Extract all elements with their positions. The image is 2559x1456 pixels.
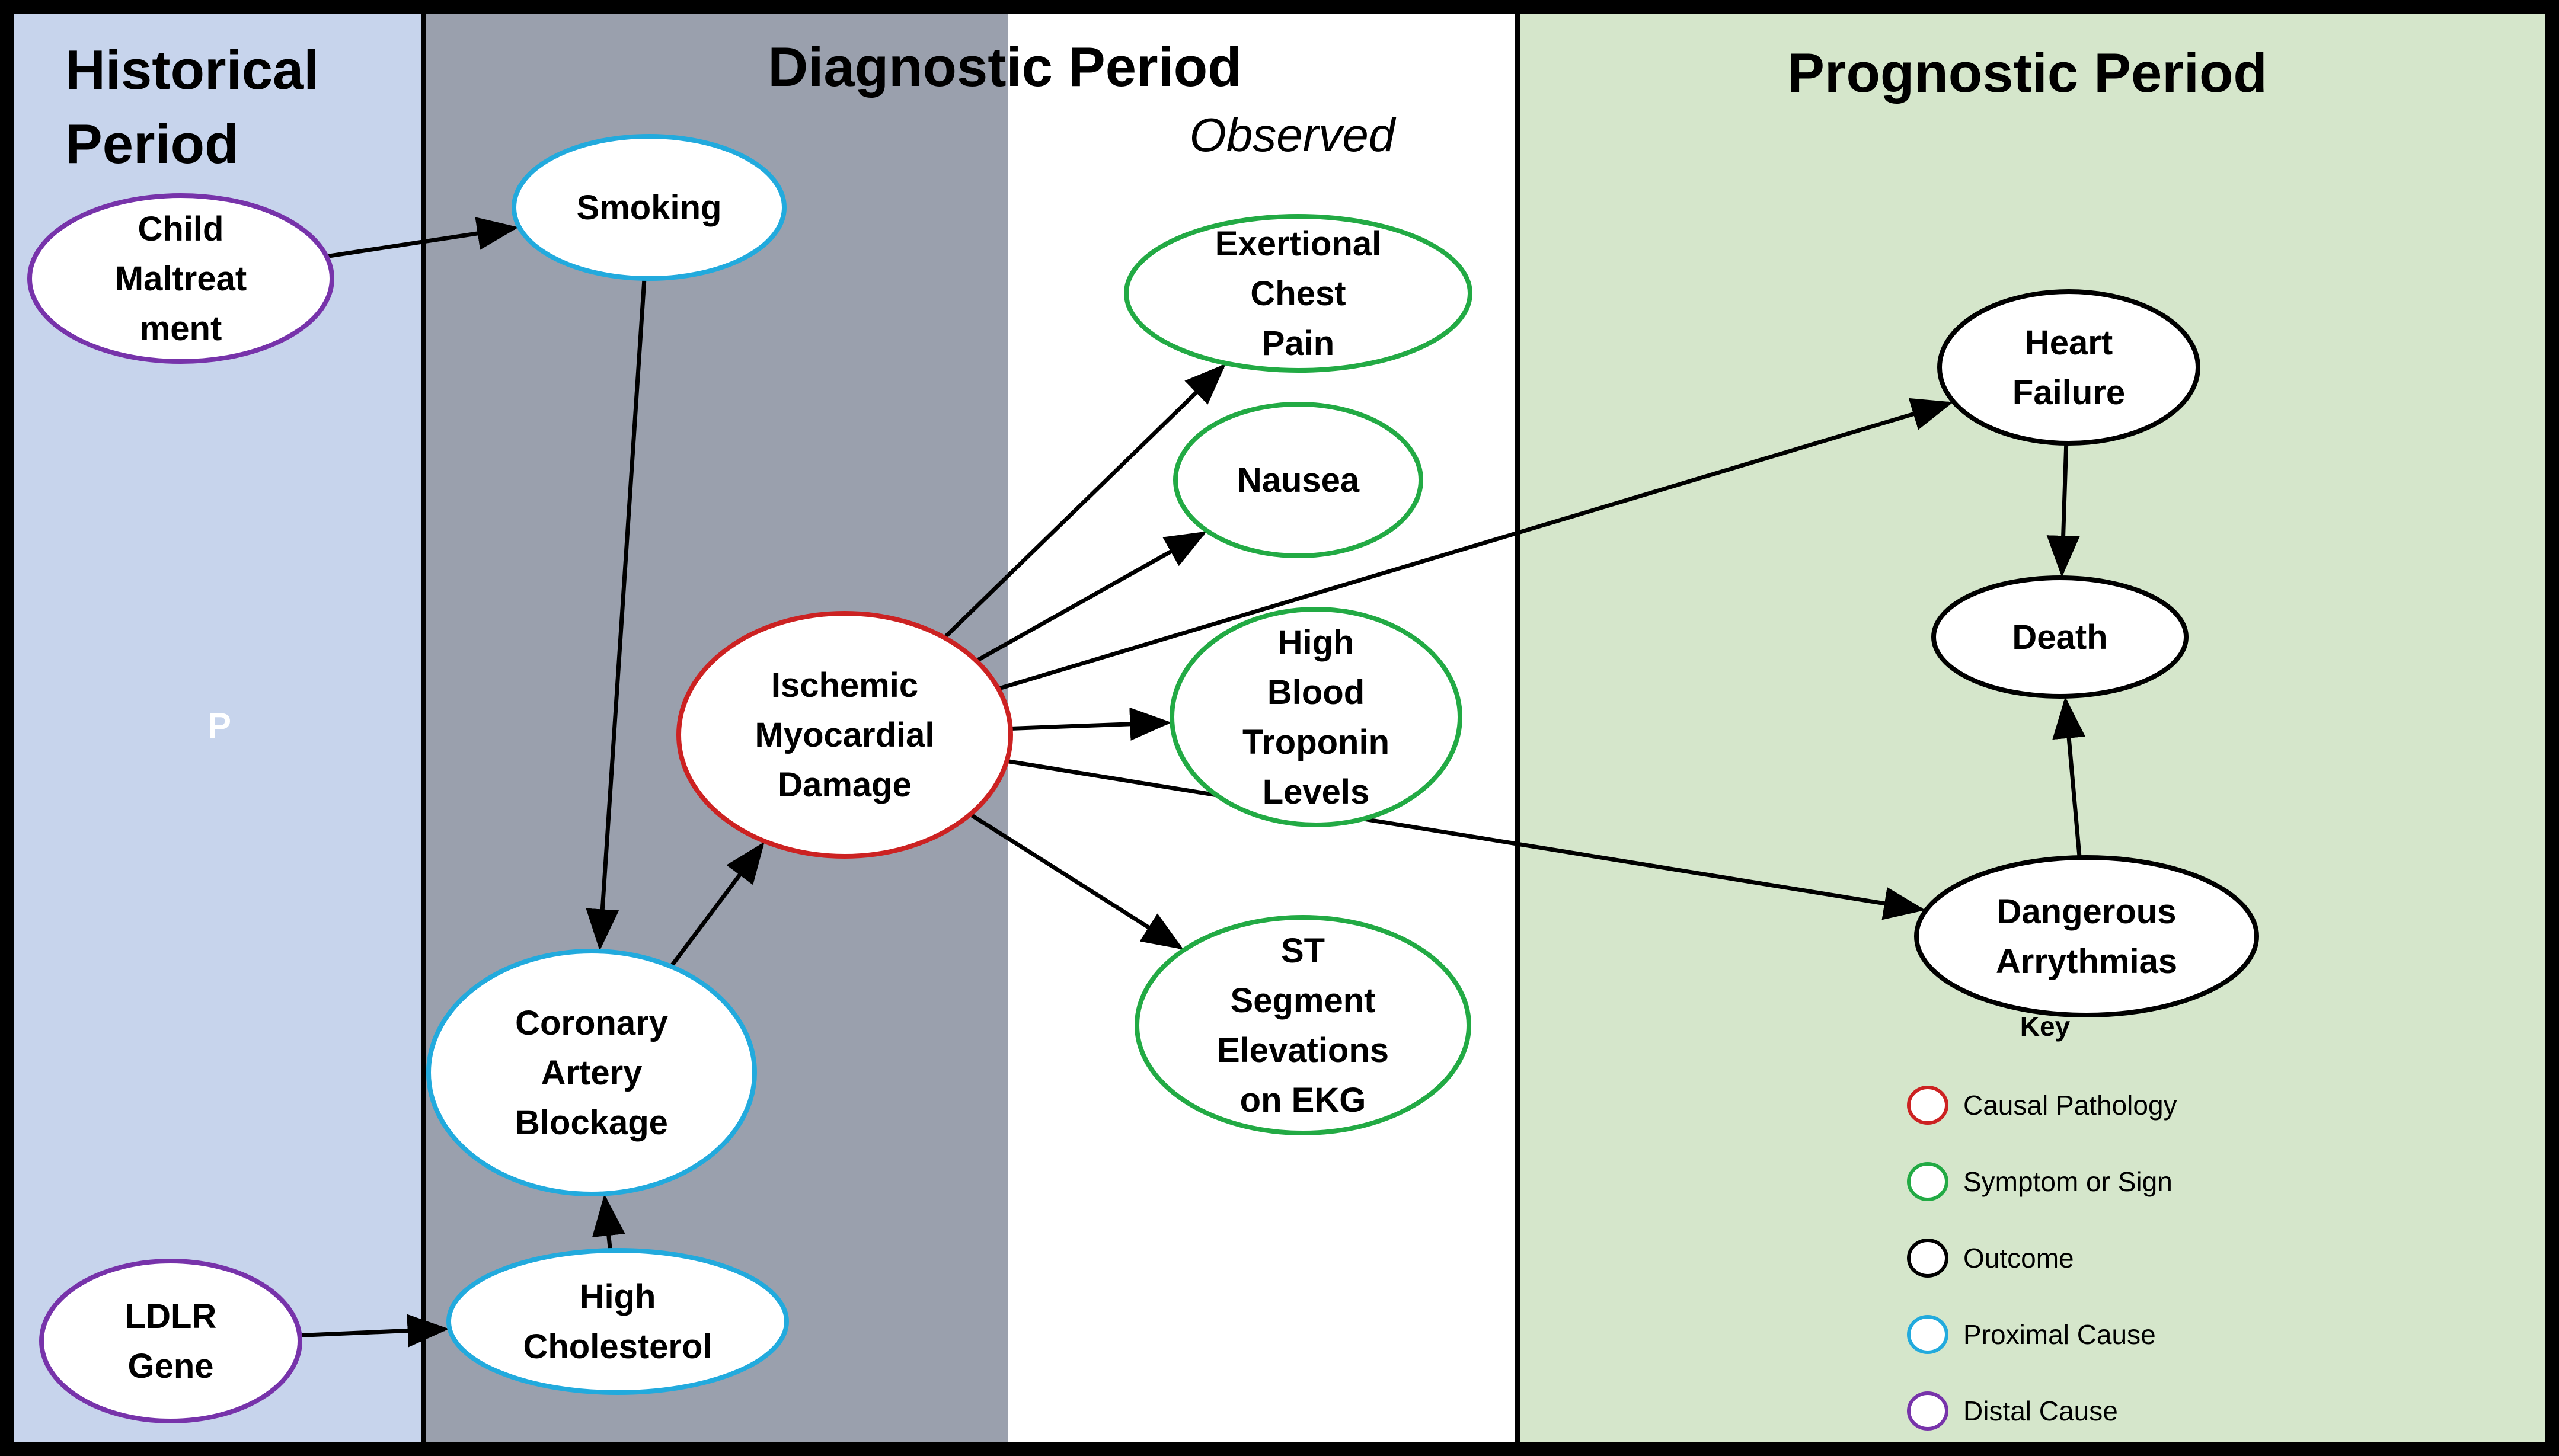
node-death-ellipse	[1931, 575, 2189, 699]
key-swatch-symptom-or-sign	[1907, 1162, 1948, 1201]
node-child-maltreatment-ellipse	[27, 193, 334, 364]
edge-child-maltreatment-to-smoking	[326, 217, 519, 259]
edge-dangerous-arrythmias-to-death	[2052, 696, 2086, 858]
key-label-symptom-or-sign: Symptom or Sign	[1963, 1166, 2173, 1197]
edge-coronary-artery-blockage-to-ischemic-myocardial-damage	[669, 841, 765, 968]
node-dangerous-arrythmias-ellipse	[1914, 855, 2259, 1017]
node-coronary-artery-blockage-ellipse	[426, 949, 757, 1196]
edges-layer	[299, 217, 2086, 1348]
key-label-distal-cause: Distal Cause	[1963, 1396, 2118, 1426]
prognostic-period-panel	[1517, 0, 2559, 1456]
node-smoking-label: Smoking	[577, 188, 722, 227]
node-st-segment-ellipse	[1135, 915, 1471, 1135]
key-label-causal-pathology: Causal Pathology	[1963, 1090, 2177, 1121]
edge-ischemic-myocardial-damage-to-exertional-chest-pain	[943, 363, 1226, 639]
key-label-outcome: Outcome	[1963, 1243, 2074, 1273]
node-smoking: Smoking	[512, 134, 787, 281]
node-death-label: Death	[2012, 618, 2107, 657]
node-exertional-chest-pain-ellipse	[1124, 214, 1472, 373]
key-swatch-causal-pathology	[1907, 1086, 1948, 1125]
edge-smoking-to-coronary-artery-blockage	[586, 278, 647, 951]
edge-ischemic-myocardial-damage-to-high-blood-troponin	[1010, 707, 1172, 741]
key-label-proximal-cause: Proximal Cause	[1963, 1319, 2156, 1350]
edge-high-cholesterol-to-coronary-artery-blockage	[592, 1194, 625, 1251]
edge-heart-failure-to-death	[2046, 443, 2080, 578]
prognostic-period-title: Prognostic Period	[1787, 41, 2267, 104]
key-title: Key	[2020, 1011, 2071, 1042]
key-swatch-outcome	[1907, 1239, 1948, 1278]
edge-ischemic-myocardial-damage-to-heart-failure	[998, 398, 1953, 691]
edge-ischemic-myocardial-damage-to-dangerous-arrythmias	[1006, 759, 1926, 920]
key-swatch-distal-cause	[1907, 1391, 1948, 1431]
edge-ischemic-myocardial-damage-to-nausea	[975, 531, 1207, 663]
node-high-cholesterol-ellipse	[446, 1248, 789, 1395]
edge-ischemic-myocardial-damage-to-st-segment	[969, 812, 1184, 950]
node-ischemic-myocardial-damage-ellipse	[676, 611, 1013, 859]
node-smoking-ellipse	[512, 134, 787, 281]
observed-label: Observed	[1190, 108, 1397, 161]
node-nausea: Nausea	[1173, 402, 1423, 558]
node-high-blood-troponin-ellipse	[1170, 607, 1462, 827]
edge-ldlr-gene-to-high-cholesterol	[299, 1314, 449, 1348]
diagnostic-period-title: Diagnostic Period	[768, 36, 1241, 98]
node-nausea-ellipse	[1173, 402, 1423, 558]
node-death: Death	[1931, 575, 2189, 699]
node-ldlr-gene-ellipse	[39, 1259, 302, 1423]
stray-letter: P	[207, 706, 231, 745]
key-swatch-proximal-cause	[1907, 1315, 1948, 1354]
node-heart-failure-ellipse	[1937, 289, 2200, 446]
node-nausea-label: Nausea	[1237, 461, 1360, 500]
